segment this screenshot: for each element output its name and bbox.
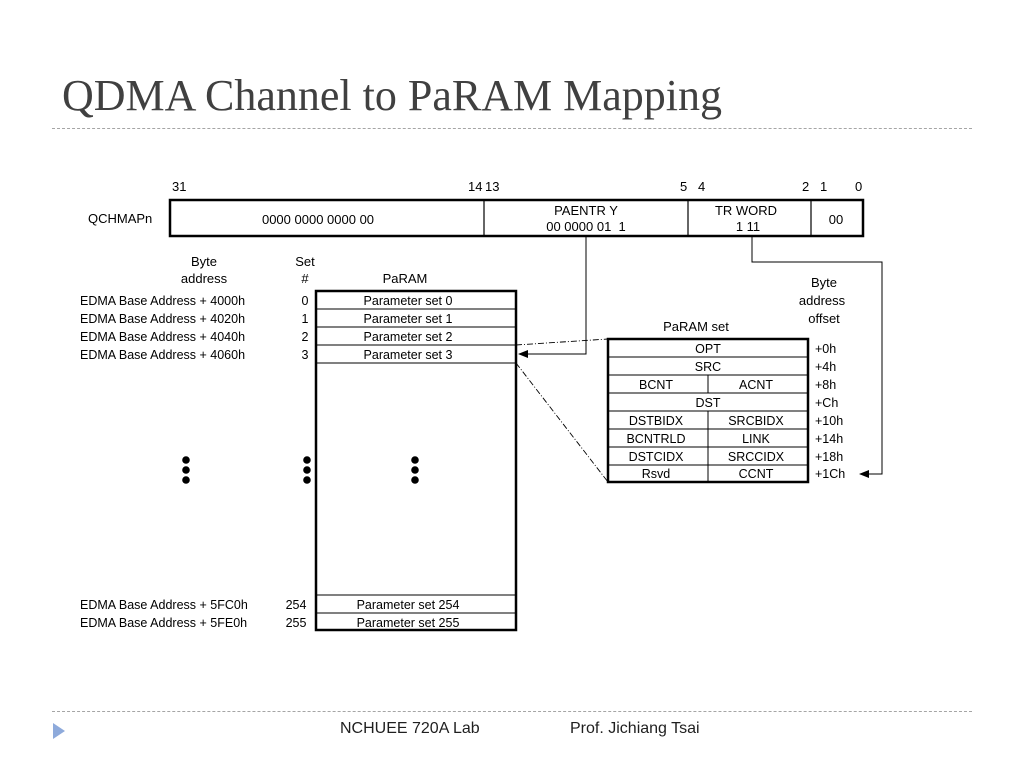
address-label: EDMA Base Address + 5FE0h [80, 616, 247, 630]
bit-label-2: 2 [802, 179, 809, 194]
param-memory-column [314, 289, 518, 632]
offset-label: +1Ch [815, 467, 845, 481]
header-byte-1: Byte [191, 254, 217, 269]
address-label: EDMA Base Address + 4040h [80, 330, 245, 344]
ellipsis-dot [411, 466, 419, 474]
param-set-title: PaRAM set [663, 319, 729, 334]
offset-label: +Ch [815, 396, 838, 410]
expansion-line-bottom [515, 362, 609, 483]
header-param: PaRAM [383, 271, 428, 286]
address-label: EDMA Base Address + 4020h [80, 312, 245, 326]
slide-title: QDMA Channel to PaRAM Mapping [62, 71, 722, 120]
ellipsis-dot [303, 456, 311, 464]
offset-label: +4h [815, 360, 836, 374]
param-field-ccnt: CCNT [739, 467, 774, 481]
qchmap-register: QCHMAPn 0000 0000 0000 00 PAENTR Y 00 00… [88, 198, 865, 238]
parameter-set-label: Parameter set 3 [364, 348, 453, 362]
offset-label: +14h [815, 432, 843, 446]
footer-divider [52, 711, 972, 712]
triangle-bullet-icon [53, 723, 65, 739]
set-number: 3 [302, 348, 309, 362]
bit-label-14: 14 [468, 179, 482, 194]
param-field-srccidx: SRCCIDX [728, 450, 785, 464]
paentry-pointer-arrow [518, 236, 587, 358]
bit-label-0: 0 [855, 179, 862, 194]
param-field-bcnt: BCNT [639, 378, 673, 392]
left-table-top-rows: EDMA Base Address + 4000h 0 Parameter se… [80, 294, 453, 362]
bit-label-4: 4 [698, 179, 705, 194]
ellipsis-dot [411, 476, 419, 484]
footer-professor: Prof. Jichiang Tsai [570, 720, 700, 737]
bit-label-31: 31 [172, 179, 186, 194]
parameter-set-label: Parameter set 1 [364, 312, 453, 326]
offset-header-2: address [799, 293, 846, 308]
parameter-set-label: Parameter set 255 [357, 616, 460, 630]
offset-label: +10h [815, 414, 843, 428]
param-field-dst: DST [696, 396, 721, 410]
param-field-srcbidx: SRCBIDX [728, 414, 784, 428]
left-table-bottom-rows: EDMA Base Address + 5FC0h 254 Parameter … [80, 598, 459, 630]
title-divider [52, 128, 972, 129]
param-set-detail: PaRAM set OPT SRC BCNT ACNT DST DSTBIDX … [606, 319, 810, 484]
ellipsis-dot [182, 476, 190, 484]
ellipsis-dots [182, 456, 419, 484]
ellipsis-dot [411, 456, 419, 464]
register-box [168, 198, 865, 238]
set-number: 255 [286, 616, 307, 630]
parameter-set-label: Parameter set 2 [364, 330, 453, 344]
set-number: 254 [286, 598, 307, 612]
parameter-set-label: Parameter set 0 [364, 294, 453, 308]
footer-lab: NCHUEE 720A Lab [340, 720, 480, 737]
expansion-line-top [515, 338, 609, 346]
ellipsis-dot [303, 476, 311, 484]
ellipsis-dot [182, 466, 190, 474]
ellipsis-dot [182, 456, 190, 464]
register-field-low: 00 [829, 212, 843, 227]
address-label: EDMA Base Address + 4060h [80, 348, 245, 362]
param-memory-box [314, 289, 518, 632]
address-label: EDMA Base Address + 4000h [80, 294, 245, 308]
register-field-paentry-label: PAENTR Y [554, 203, 618, 218]
offset-header-1: Byte [811, 275, 837, 290]
offset-label: +18h [815, 450, 843, 464]
register-name: QCHMAPn [88, 211, 152, 226]
left-table-headers: Byte address Set # PaRAM [181, 254, 428, 286]
byte-offset-column: Byte address offset +0h +4h +8h +Ch +10h… [799, 275, 846, 481]
bit-label-5: 5 [680, 179, 687, 194]
bit-labels: 31 14 13 5 4 2 1 0 [172, 179, 862, 194]
param-field-dstbidx: DSTBIDX [629, 414, 684, 428]
param-field-opt: OPT [695, 342, 721, 356]
register-field-trword-value: 1 11 [736, 219, 760, 234]
set-number: 1 [302, 312, 309, 326]
header-set-2: # [301, 271, 309, 286]
header-byte-2: address [181, 271, 228, 286]
offset-label: +8h [815, 378, 836, 392]
header-set-1: Set [295, 254, 315, 269]
bit-label-1: 1 [820, 179, 827, 194]
param-field-dstcidx: DSTCIDX [629, 450, 685, 464]
set-number: 0 [302, 294, 309, 308]
param-field-link: LINK [742, 432, 770, 446]
param-field-src: SRC [695, 360, 721, 374]
bit-label-13: 13 [485, 179, 499, 194]
param-field-acnt: ACNT [739, 378, 773, 392]
offset-header-3: offset [808, 311, 840, 326]
ellipsis-dot [303, 466, 311, 474]
trword-pointer-arrow [751, 236, 883, 478]
address-label: EDMA Base Address + 5FC0h [80, 598, 248, 612]
param-field-bcntrld: BCNTRLD [626, 432, 685, 446]
set-number: 2 [302, 330, 309, 344]
parameter-set-label: Parameter set 254 [357, 598, 460, 612]
register-field-paentry-value: 00 0000 01 1 [546, 219, 626, 234]
register-field-trword-label: TR WORD [715, 203, 777, 218]
param-field-rsvd: Rsvd [642, 467, 671, 481]
offset-label: +0h [815, 342, 836, 356]
register-field-reserved: 0000 0000 0000 00 [262, 212, 374, 227]
